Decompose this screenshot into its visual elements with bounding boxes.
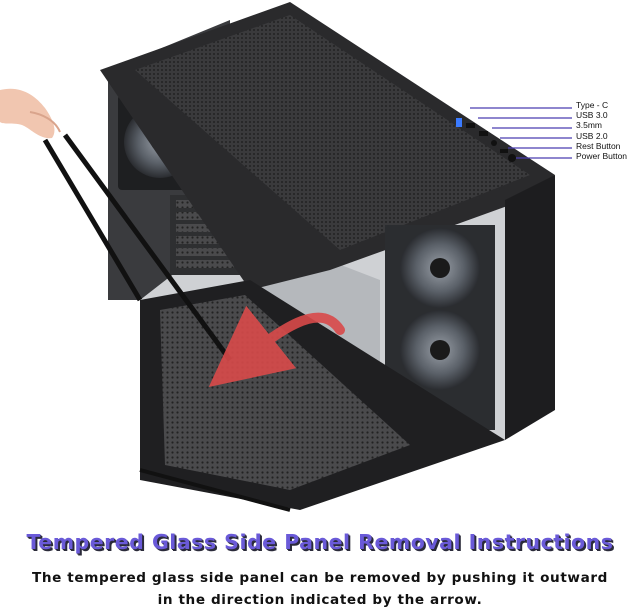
caption-line-2: in the direction indicated by the arrow. xyxy=(157,592,483,608)
port-label-reset-button: Rest Button xyxy=(576,140,621,151)
case-front-frame xyxy=(505,175,555,440)
product-illustration xyxy=(0,2,572,512)
front-io-ports xyxy=(456,118,516,162)
port-label-power-button: Power Button xyxy=(576,151,628,162)
hand-illustration xyxy=(0,88,61,139)
top-mesh xyxy=(135,15,530,250)
glass-side-panel xyxy=(42,133,291,512)
caption-title: Tempered Glass Side Panel Removal Instru… xyxy=(26,530,614,554)
port-labels: Type - C USB 3.0 3.5mm USB 2.0 Rest Butt… xyxy=(576,100,640,161)
front-fan-2 xyxy=(400,310,480,390)
caption-line-1: The tempered glass side panel can be rem… xyxy=(32,570,608,586)
port-label-audio: 3.5mm xyxy=(576,120,602,131)
caption-description: The tempered glass side panel can be rem… xyxy=(0,567,640,611)
front-fan-1 xyxy=(400,228,480,308)
port-label-type-c: Type - C xyxy=(576,100,609,110)
port-pointer-lines xyxy=(470,107,572,159)
removal-arrow xyxy=(208,305,345,387)
port-label-usb3: USB 3.0 xyxy=(576,110,608,121)
port-label-usb2: USB 2.0 xyxy=(576,130,608,141)
